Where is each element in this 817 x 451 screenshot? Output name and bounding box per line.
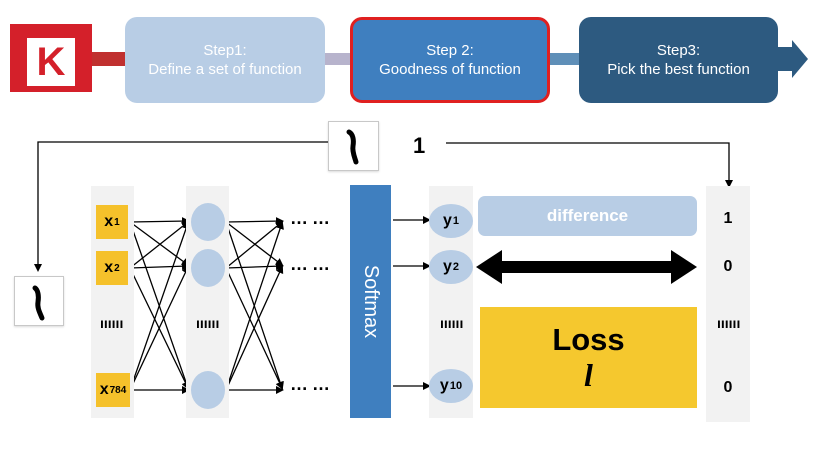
target-label: 1 <box>413 133 426 158</box>
target-value-3: 0 <box>723 379 733 396</box>
hidden-hidden-connections <box>225 217 284 394</box>
input-x2-base: x <box>104 259 114 276</box>
target-value-2: 0 <box>723 258 733 275</box>
input-x1-sub: 1 <box>114 216 120 228</box>
step1-box: Step1: Define a set of function <box>125 17 325 103</box>
difference-label: difference <box>478 196 697 236</box>
loss-symbol: l <box>584 356 593 393</box>
layer-dots-3: …… <box>290 374 334 394</box>
keras-logo: K <box>10 24 92 92</box>
hidden-node-2 <box>191 249 225 287</box>
keras-logo-letter: K <box>36 40 66 84</box>
target-value-1: 1 <box>723 210 733 227</box>
input-x1-base: x <box>104 213 114 230</box>
output-y2-base: y <box>442 258 452 275</box>
loss-box: Loss l <box>480 307 697 408</box>
input-hidden-connections <box>129 217 190 394</box>
target-dots: ıııııı <box>717 315 741 331</box>
softmax-label: Softmax <box>360 264 383 339</box>
label-to-target-arrow <box>446 142 733 188</box>
step1-title: Step1: <box>203 42 247 59</box>
output-y1-sub: 1 <box>452 215 460 227</box>
band-step2-step3 <box>549 53 581 65</box>
loss-title: Loss <box>552 321 625 357</box>
input-dots: ıııııı <box>100 315 124 331</box>
hidden-dots: ıııııı <box>196 315 220 331</box>
output-y2-sub: 2 <box>452 261 460 273</box>
output-y10-sub: 10 <box>449 380 463 392</box>
layer-dots-2: …… <box>290 254 334 274</box>
hidden-node-3 <box>191 371 225 409</box>
step2-box: Step 2: Goodness of function <box>350 17 550 103</box>
digit-image-input <box>14 276 64 326</box>
output-dots: ıııııı <box>440 315 464 331</box>
output-y1-base: y <box>442 212 452 229</box>
digit-image-top <box>328 121 379 171</box>
softmax-output-connections <box>393 216 431 390</box>
step2-title: Step 2: <box>426 42 474 59</box>
hidden-node-1 <box>191 203 225 241</box>
step3-desc: Pick the best function <box>607 61 750 78</box>
handwritten-one-icon <box>32 285 45 321</box>
double-arrow <box>476 250 697 284</box>
input-x784-base: x <box>99 381 109 398</box>
band-logo-step1 <box>90 52 128 66</box>
step3-box: Step3: Pick the best function <box>579 17 778 103</box>
softmax-layer: Softmax <box>350 185 391 418</box>
target-column <box>706 186 750 422</box>
layer-dots-1: …… <box>290 208 334 228</box>
input-x2-sub: 2 <box>114 262 120 274</box>
keras-logo-mark: K <box>27 38 75 86</box>
output-y10-base: y <box>439 377 449 394</box>
step1-desc: Define a set of function <box>148 61 302 78</box>
band-step1-step2 <box>324 53 354 65</box>
step2-desc: Goodness of function <box>379 61 521 78</box>
band-arrow-head <box>777 40 808 78</box>
image-to-input-arrow <box>34 141 330 272</box>
step3-title: Step3: <box>656 42 701 59</box>
input-x784-sub: 784 <box>109 384 127 396</box>
handwritten-one-icon <box>346 129 359 165</box>
